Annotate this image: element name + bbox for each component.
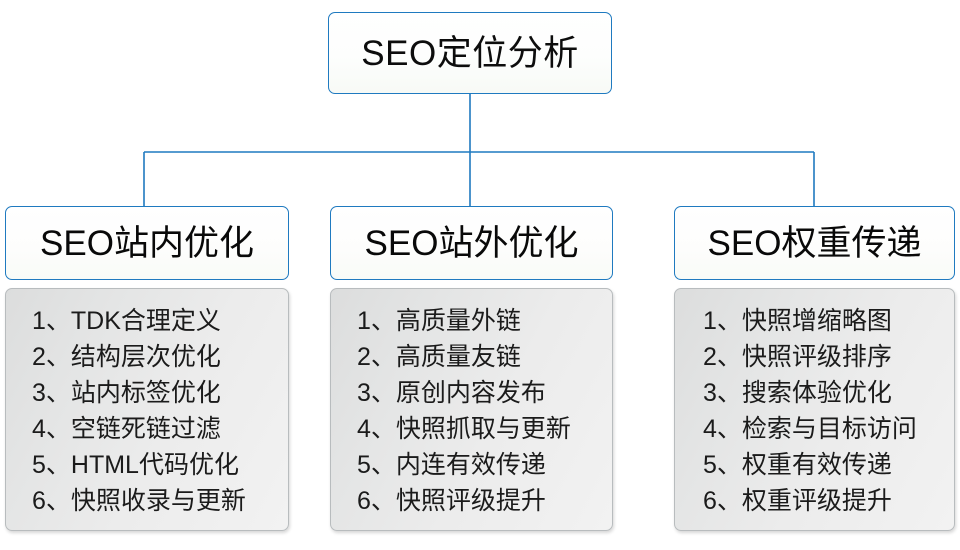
list-item: 6、权重评级提升	[703, 487, 892, 515]
list-item: 6、快照收录与更新	[32, 487, 246, 515]
column-header-2[interactable]: SEO站外优化	[330, 206, 613, 280]
list-item: 3、站内标签优化	[32, 379, 221, 407]
column-header-3[interactable]: SEO权重传递	[674, 206, 955, 280]
column-item-list-2: 1、高质量外链 2、高质量友链 3、原创内容发布 4、快照抓取与更新 5、内连有…	[331, 303, 571, 519]
list-item: 4、快照抓取与更新	[357, 415, 571, 443]
list-item: 5、内连有效传递	[357, 451, 546, 479]
list-item: 1、快照增缩略图	[703, 307, 892, 335]
column-body-1: 1、TDK合理定义 2、结构层次优化 3、站内标签优化 4、空链死链过滤 5、H…	[5, 288, 289, 531]
list-item: 1、高质量外链	[357, 307, 521, 335]
column-body-2: 1、高质量外链 2、高质量友链 3、原创内容发布 4、快照抓取与更新 5、内连有…	[330, 288, 613, 531]
list-item: 6、快照评级提升	[357, 487, 546, 515]
column-item-list-3: 1、快照增缩略图 2、快照评级排序 3、搜索体验优化 4、检索与目标访问 5、权…	[675, 303, 917, 519]
list-item: 2、高质量友链	[357, 343, 521, 371]
column-header-1[interactable]: SEO站内优化	[5, 206, 289, 280]
list-item: 3、原创内容发布	[357, 379, 546, 407]
list-item: 3、搜索体验优化	[703, 379, 892, 407]
column-item-list-1: 1、TDK合理定义 2、结构层次优化 3、站内标签优化 4、空链死链过滤 5、H…	[6, 303, 246, 519]
list-item: 1、TDK合理定义	[32, 307, 221, 335]
column-header-title-2: SEO站外优化	[364, 223, 579, 263]
root-node[interactable]: SEO定位分析	[328, 12, 612, 94]
list-item: 5、权重有效传递	[703, 451, 892, 479]
column-seo-onsite: SEO站内优化 1、TDK合理定义 2、结构层次优化 3、站内标签优化 4、空链…	[5, 206, 289, 531]
list-item: 5、HTML代码优化	[32, 451, 239, 479]
root-node-title: SEO定位分析	[361, 33, 579, 73]
column-seo-offsite: SEO站外优化 1、高质量外链 2、高质量友链 3、原创内容发布 4、快照抓取与…	[330, 206, 613, 531]
column-header-title-3: SEO权重传递	[707, 223, 922, 263]
list-item: 4、空链死链过滤	[32, 415, 221, 443]
list-item: 2、结构层次优化	[32, 343, 221, 371]
column-header-title-1: SEO站内优化	[40, 223, 254, 263]
list-item: 4、检索与目标访问	[703, 415, 917, 443]
column-seo-weight-transfer: SEO权重传递 1、快照增缩略图 2、快照评级排序 3、搜索体验优化 4、检索与…	[674, 206, 955, 531]
list-item: 2、快照评级排序	[703, 343, 892, 371]
column-body-3: 1、快照增缩略图 2、快照评级排序 3、搜索体验优化 4、检索与目标访问 5、权…	[674, 288, 955, 531]
